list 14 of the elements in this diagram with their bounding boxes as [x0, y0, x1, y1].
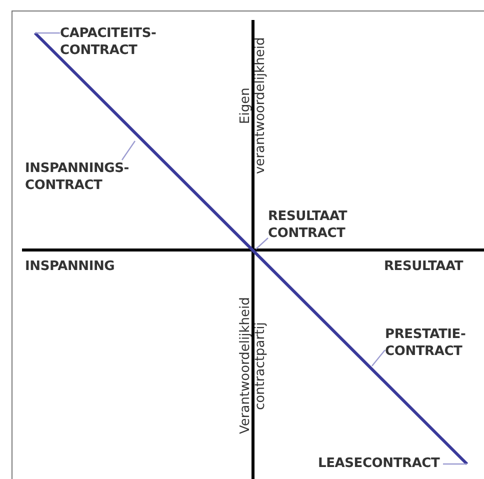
- contract-label: LEASECONTRACT: [318, 455, 443, 472]
- contract-label: RESULTAAT CONTRACT: [268, 208, 368, 242]
- leader-line: [372, 350, 386, 366]
- contract-label: PRESTATIE- CONTRACT: [385, 326, 484, 360]
- leader-line: [256, 238, 268, 250]
- leader-line: [35, 32, 60, 34]
- axis-label: RESULTAAT: [384, 258, 464, 275]
- contract-label: CAPACITEITS- CONTRACT: [60, 25, 160, 59]
- axis-label: Eigen verantwoordelijkheid: [238, 36, 268, 176]
- leader-line: [122, 140, 136, 160]
- leader-line: [443, 463, 467, 465]
- contract-label: INSPANNINGS- CONTRACT: [25, 160, 135, 194]
- axis-label: Verantwoordelijkheid contractpartij: [238, 296, 268, 436]
- axis-label: INSPANNING: [25, 258, 116, 275]
